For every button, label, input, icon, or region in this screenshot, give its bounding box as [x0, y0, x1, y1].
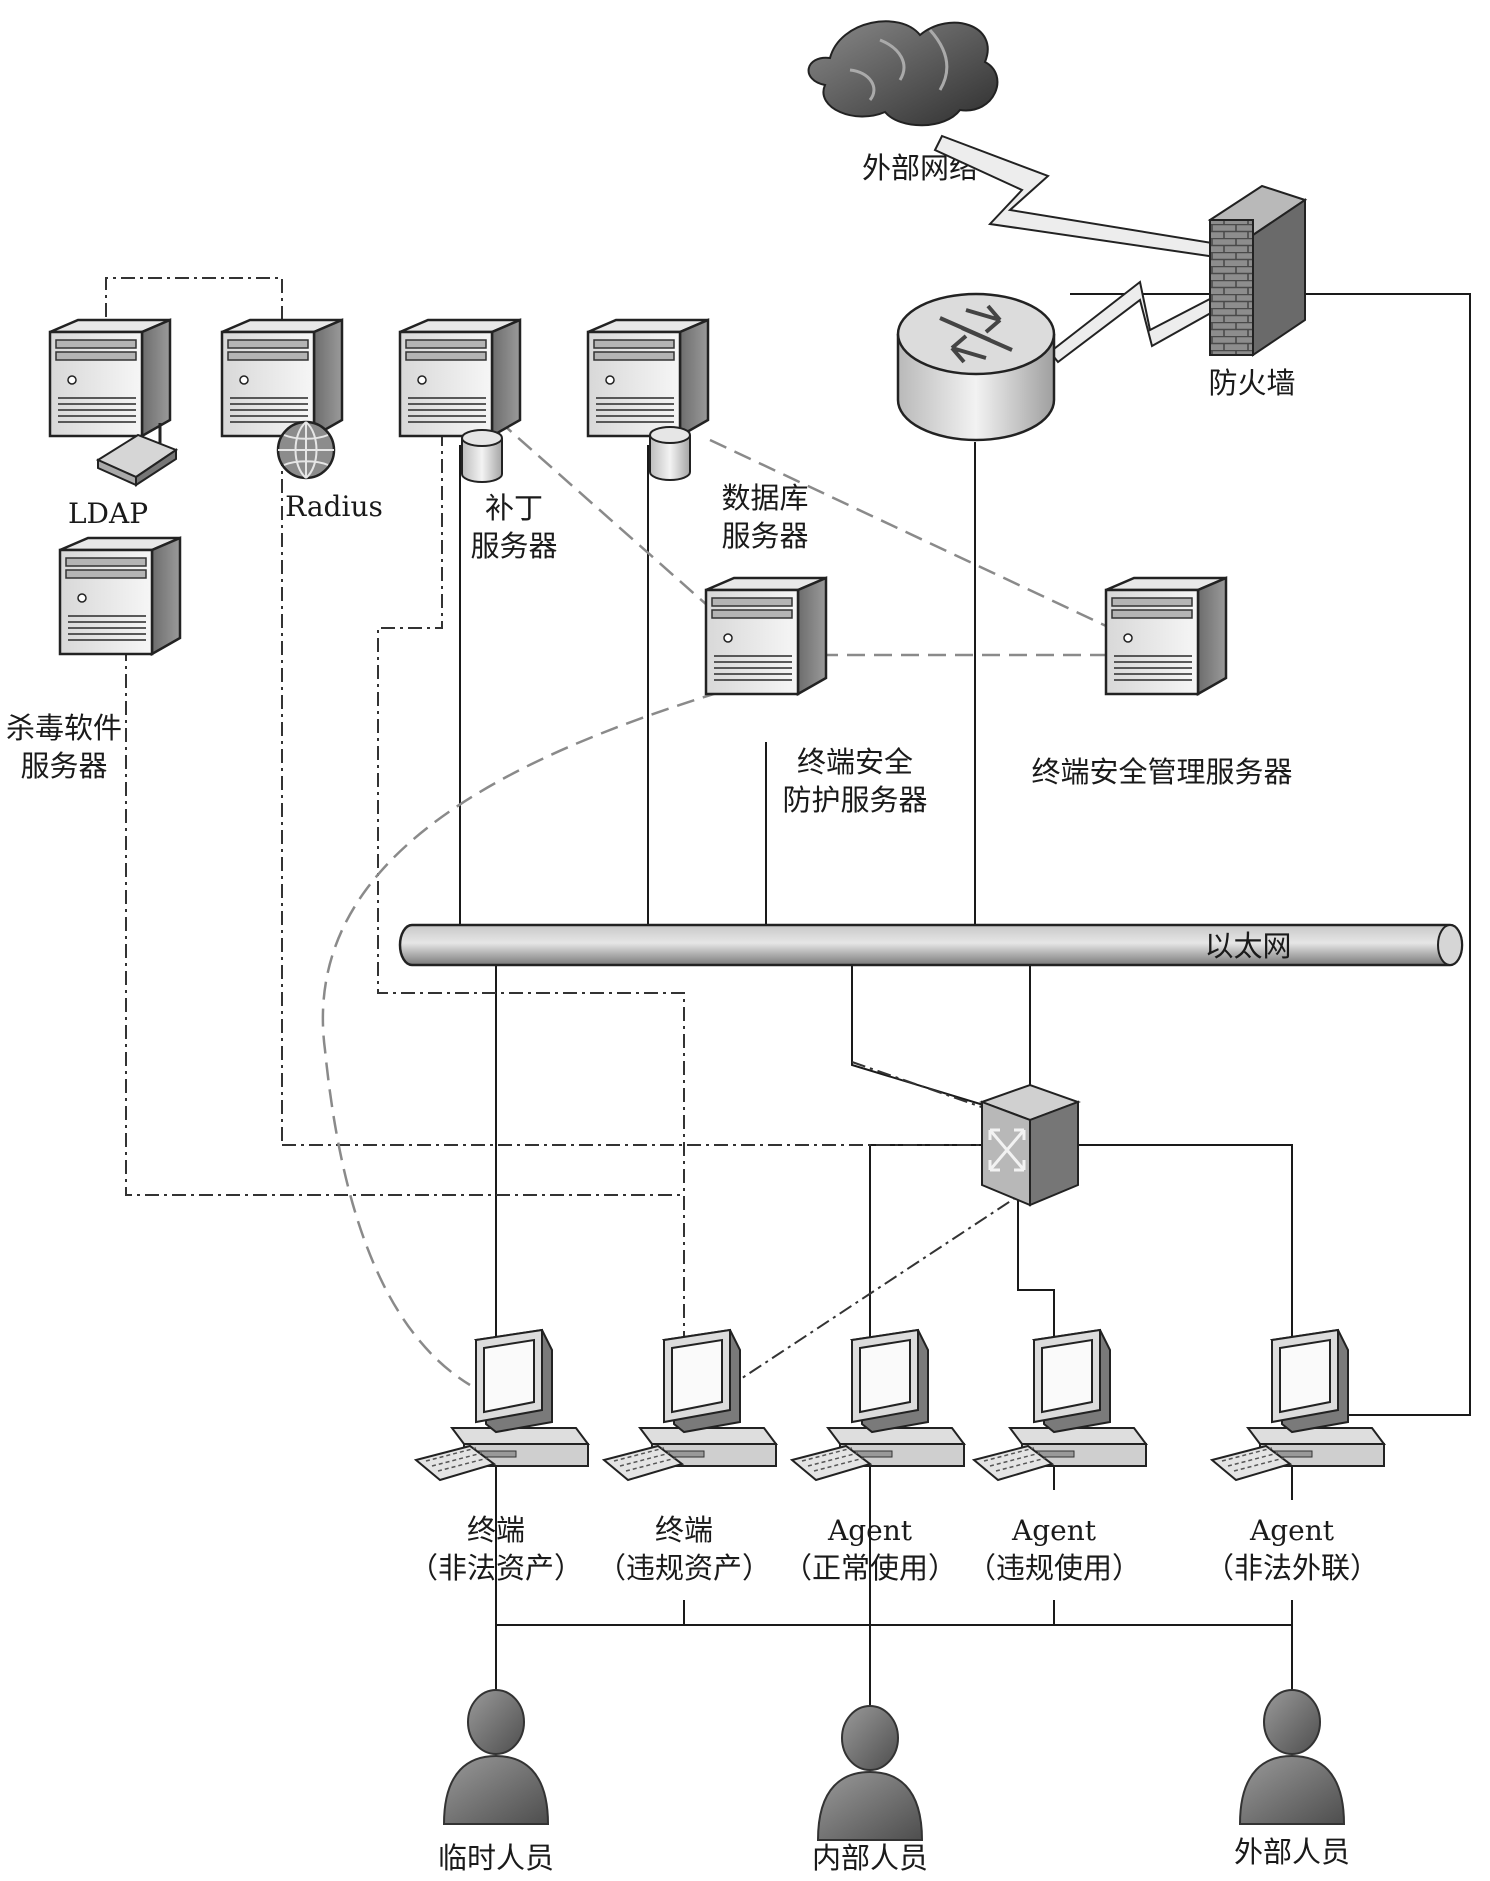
terminal3-label-line2: （正常使用）: [783, 1551, 957, 1585]
terminal4-label-line2: （违规使用）: [967, 1551, 1141, 1585]
internal-staff-person-icon: [817, 1705, 923, 1841]
solid-links: [459, 293, 1471, 1715]
terminal1-label-line2: （非法资产）: [409, 1551, 583, 1585]
terminal2-label-line1: 终端: [655, 1513, 713, 1547]
cloud-icon: [807, 20, 999, 127]
terminal1-label-line1: 终端: [467, 1513, 525, 1547]
external-staff-person-icon: [1239, 1689, 1345, 1825]
terminal2-label-line2: （违规资产）: [597, 1551, 771, 1585]
internal-staff-label: 内部人员: [812, 1841, 928, 1875]
endpoint-protection-server-icon: [704, 576, 828, 696]
agent-normal-use-icon: [791, 1329, 965, 1481]
firewall-label: 防火墙: [1208, 366, 1295, 400]
endpoint-protection-label-line2: 防护服务器: [782, 783, 927, 817]
database-server-label-line1: 数据库: [721, 481, 808, 515]
endpoint-management-server-icon: [1104, 576, 1228, 696]
terminal5-label-line2: （非法外联）: [1205, 1551, 1379, 1585]
management-links: [321, 419, 1169, 1387]
antivirus-server-label-line1: 杀毒软件: [6, 711, 122, 745]
radius-label: Radius: [285, 490, 383, 523]
terminal3-label-line1: Agent: [827, 1514, 913, 1547]
patch-server-label-line1: 补丁: [485, 491, 543, 525]
agent-illegal-outbound-icon: [1211, 1329, 1385, 1481]
endpoint-protection-label-line1: 终端安全: [797, 745, 913, 779]
patch-server-icon: [398, 318, 522, 483]
router-icon: [896, 292, 1056, 442]
control-links: [105, 277, 1051, 1389]
terminal5-label-line1: Agent: [1249, 1514, 1335, 1547]
ldap-server-icon: [48, 318, 179, 487]
external-staff-label: 外部人员: [1234, 1835, 1350, 1869]
agent-violation-use-icon: [973, 1329, 1147, 1481]
antivirus-server-label-line2: 服务器: [20, 749, 107, 783]
radius-server-icon: [220, 318, 344, 480]
firewall-icon: [1207, 184, 1308, 357]
ethernet-label: 以太网: [1204, 929, 1291, 963]
database-server-icon: [586, 318, 710, 481]
terminal-violation-asset-icon: [603, 1329, 777, 1481]
switch-icon: [979, 1083, 1081, 1207]
temp-staff-person-icon: [443, 1689, 549, 1825]
ethernet-bus: [398, 923, 1464, 967]
temp-staff-label: 临时人员: [438, 1841, 554, 1875]
patch-server-label-line2: 服务器: [470, 529, 557, 563]
database-server-label-line2: 服务器: [721, 519, 808, 553]
terminal-illegal-asset-icon: [415, 1329, 589, 1481]
endpoint-management-label: 终端安全管理服务器: [1031, 755, 1292, 789]
antivirus-server-icon: [58, 536, 182, 656]
terminal4-label-line1: Agent: [1011, 1514, 1097, 1547]
ldap-label: LDAP: [68, 497, 148, 530]
